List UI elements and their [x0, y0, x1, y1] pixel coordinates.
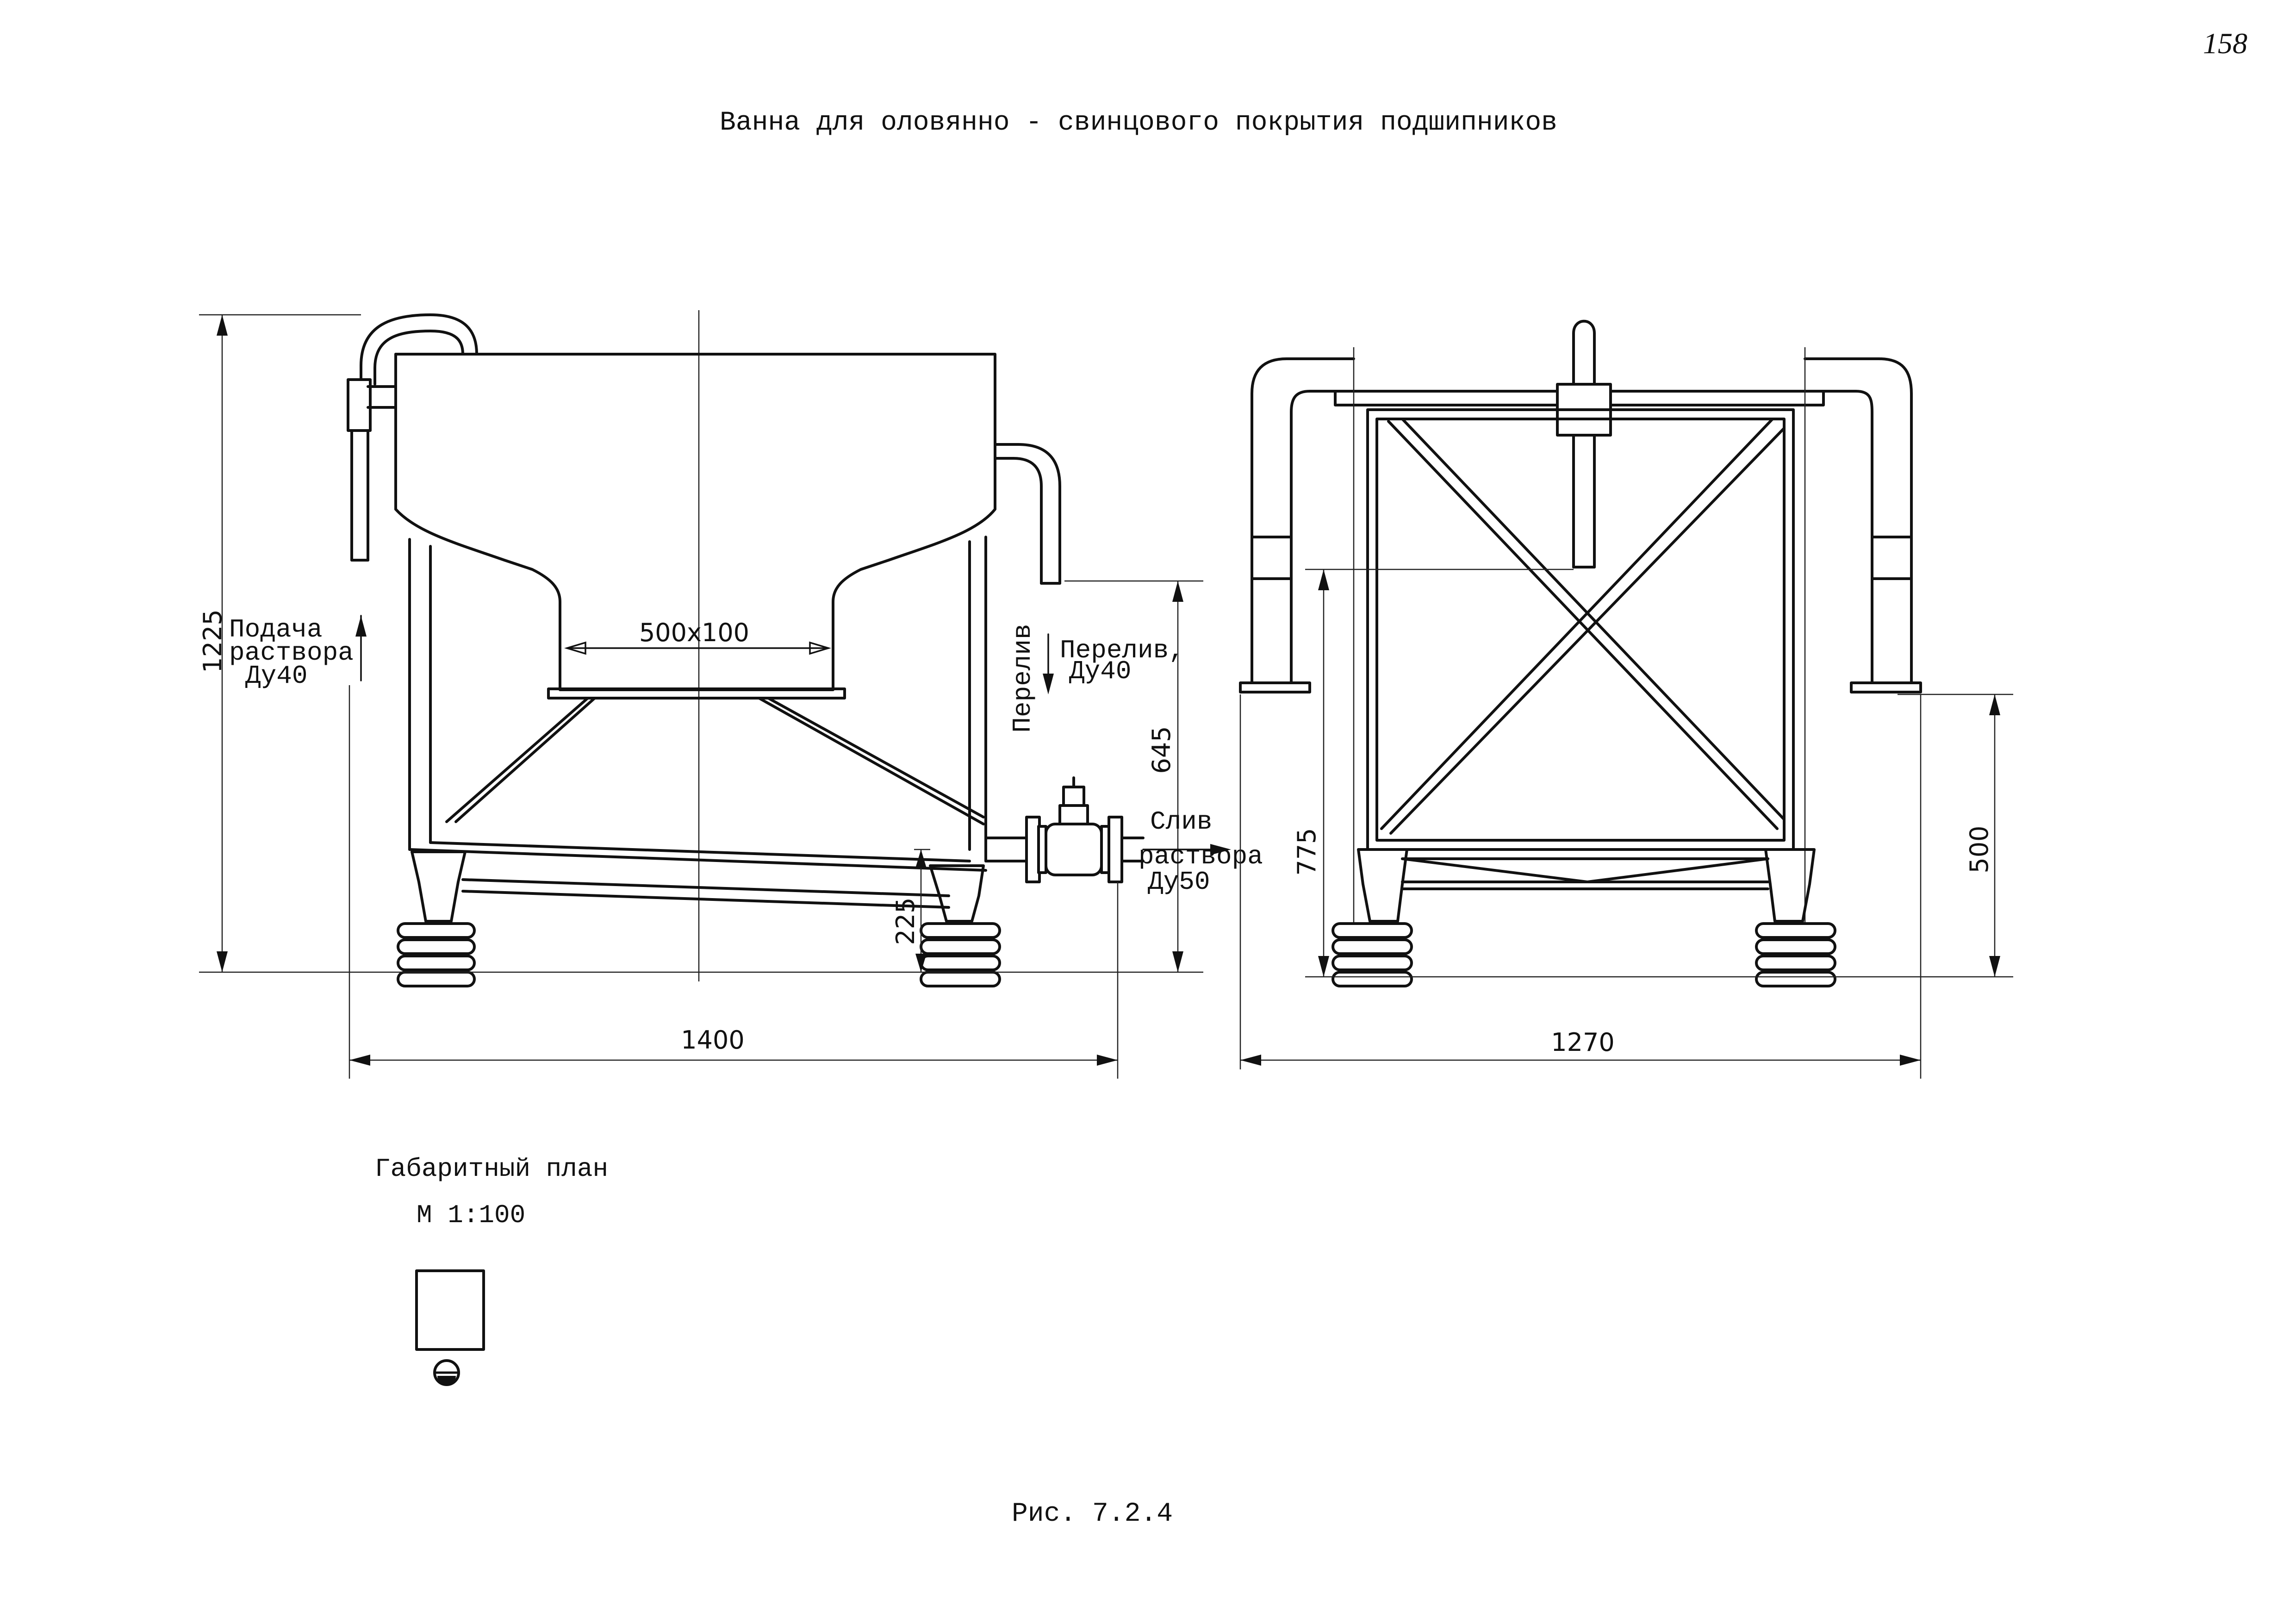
dim-645: 645: [1147, 726, 1176, 774]
dim-1400: 1400: [681, 1025, 744, 1055]
overflow-label-2: Ду40: [1069, 656, 1131, 686]
side-dimensions: 775 500 1270: [1239, 568, 2013, 1079]
dim-225: 225: [891, 897, 920, 945]
dim-1225: 1225: [198, 609, 227, 673]
drain-label-3: Ду50: [1148, 867, 1210, 897]
side-left-pipe: [1239, 357, 1355, 693]
dim-775: 775: [1292, 828, 1321, 875]
front-view: 500x100: [198, 310, 1263, 1079]
overflow-vertical-label: Перелив: [1008, 624, 1038, 732]
side-right-pipe: [1804, 357, 1922, 693]
front-frame: [408, 536, 987, 909]
drain-label-1: Слив: [1150, 807, 1212, 837]
side-right-foot: [1755, 848, 1836, 987]
page-number: 158: [2203, 27, 2247, 60]
side-frame-outer: [1366, 408, 1795, 851]
plan-footprint: [415, 1269, 485, 1351]
dim-500: 500: [1965, 825, 1994, 873]
plan-symbol-icon: [433, 1359, 460, 1386]
side-frame-inner: [1375, 418, 1786, 842]
front-dimensions: 1225 645 225 1400: [198, 314, 1203, 1079]
feed-pipe: [347, 313, 478, 562]
feed-label-1: Подача: [229, 615, 323, 644]
drain-label-2: раствора: [1139, 842, 1263, 871]
dim-1270: 1270: [1551, 1028, 1614, 1057]
drawing-title: Ванна для оловянно - свинцового покрытия…: [720, 108, 1557, 138]
figure-caption: Рис. 7.2.4: [1012, 1499, 1173, 1529]
front-left-foot: [397, 850, 476, 987]
feed-label-2: раствора: [229, 638, 354, 668]
overall-plan: Габаритный план М 1:100: [375, 1154, 608, 1386]
side-bottom-frame: [1375, 848, 1795, 890]
side-left-foot: [1332, 848, 1413, 987]
feed-label-3: Ду40: [245, 661, 307, 691]
front-right-foot: [920, 864, 1001, 987]
overflow-label-1: Перелив,: [1060, 636, 1184, 665]
front-slot-plate: [547, 687, 846, 700]
side-view: 775 500 1270: [1239, 319, 2013, 1079]
plan-scale: М 1:100: [417, 1200, 525, 1230]
side-handle: [1556, 319, 1612, 568]
side-x-bracing: [1380, 418, 1786, 835]
plan-title: Габаритный план: [375, 1154, 608, 1184]
slot-label: 500x100: [639, 618, 749, 647]
overflow-pipe: [994, 443, 1061, 585]
drain-valve: [984, 776, 1145, 883]
slot-dim-arrows: [564, 641, 832, 655]
